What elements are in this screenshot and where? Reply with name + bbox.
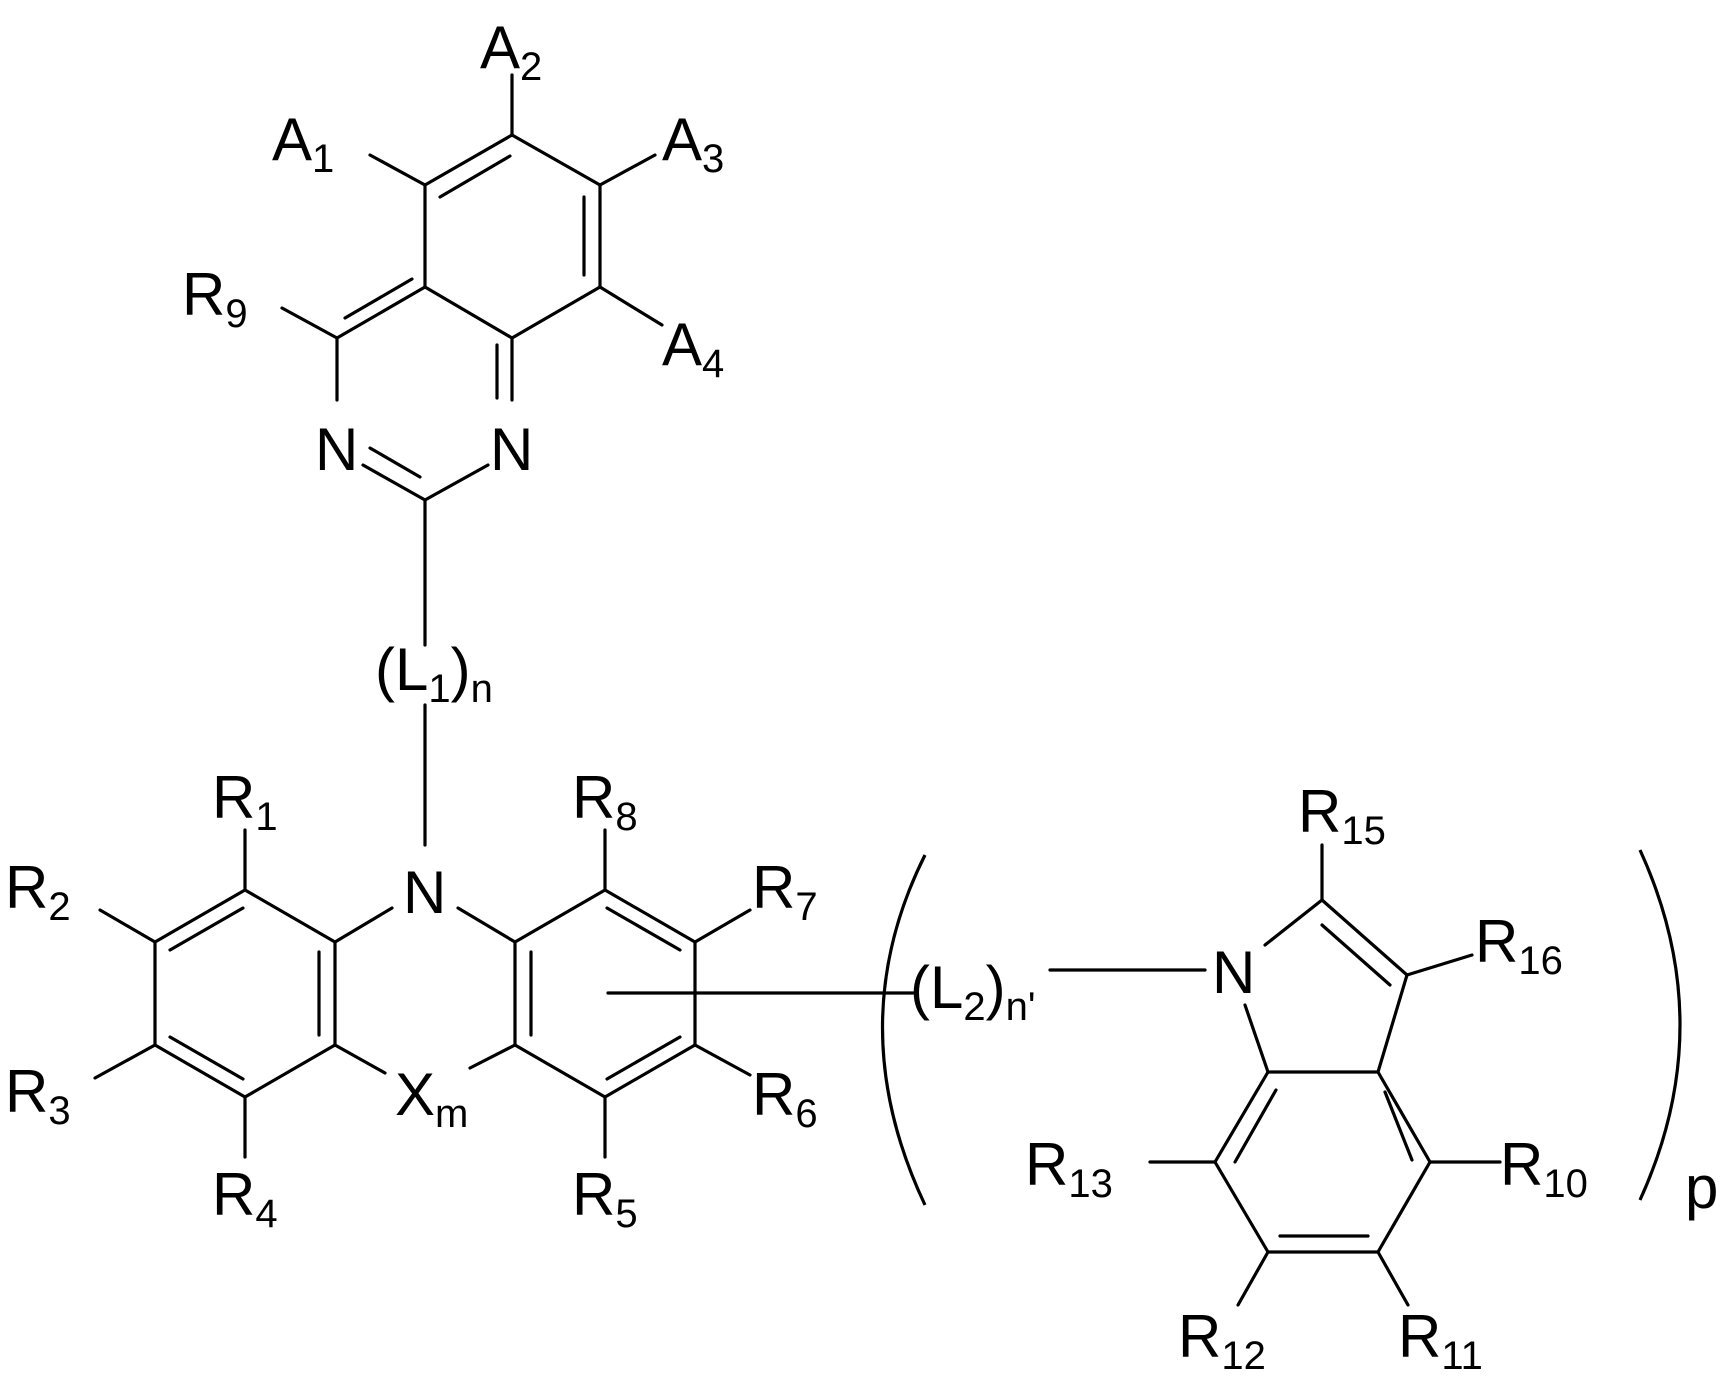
label-r8: R8	[572, 764, 638, 839]
label-a1: A1	[272, 106, 334, 181]
right-repeat-parenthesis	[1640, 850, 1680, 1200]
left-repeat-parenthesis	[883, 855, 926, 1205]
label-r4: R4	[212, 1161, 278, 1236]
repeat-subscript-p: p	[1685, 1154, 1718, 1221]
left-benzene-ring	[155, 890, 335, 1097]
nitrogen-n1: N	[315, 416, 358, 483]
label-a2: A2	[480, 14, 542, 89]
quinazoline-pyrimidine-ring	[337, 279, 512, 500]
quinazoline-substituent-bonds	[282, 75, 662, 338]
label-r2: R2	[5, 854, 71, 929]
label-r9: R9	[182, 261, 248, 336]
label-r16: R16	[1475, 908, 1563, 983]
indole-pyrrole-ring	[1245, 845, 1472, 1072]
indole-substituent-bonds	[1150, 1162, 1500, 1305]
label-r5: R5	[572, 1161, 638, 1236]
nitrogen-n3: N	[490, 416, 533, 483]
label-r3: R3	[5, 1058, 71, 1133]
label-r13: R13	[1025, 1131, 1113, 1206]
label-r11: R11	[1398, 1303, 1483, 1378]
label-r1: R1	[212, 764, 278, 839]
label-a3: A3	[662, 106, 724, 181]
label-r15: R15	[1298, 778, 1386, 853]
linker-l2: (L2)n'	[910, 954, 1035, 1029]
label-r7: R7	[752, 854, 818, 929]
linker-l1: (L1)n	[375, 636, 493, 711]
bridge-xm: Xm	[395, 1061, 468, 1136]
label-r10: R10	[1500, 1131, 1588, 1206]
central-ring-bonds	[335, 908, 515, 1073]
indole-benzene-ring	[1215, 1072, 1430, 1252]
label-a4: A4	[662, 311, 724, 386]
label-r12: R12	[1178, 1303, 1266, 1378]
nitrogen-indole: N	[1212, 939, 1255, 1006]
quinazoline-benzo-ring	[425, 135, 600, 338]
nitrogen-central: N	[403, 859, 446, 926]
label-r6: R6	[752, 1061, 818, 1136]
